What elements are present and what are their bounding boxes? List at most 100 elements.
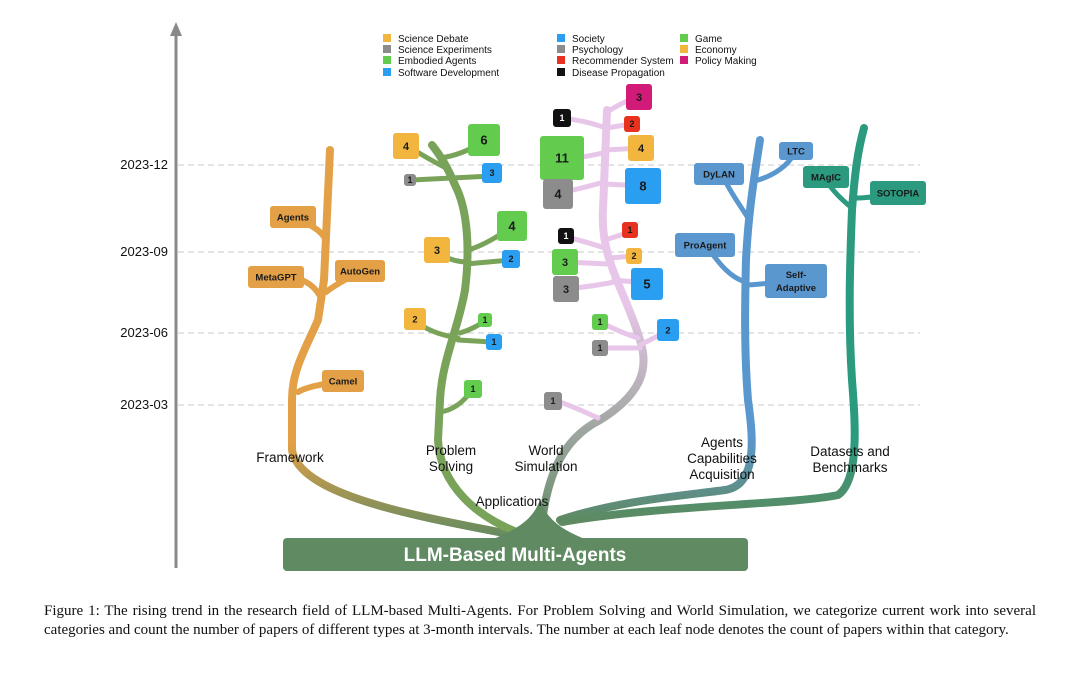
ps-count-software-development: 3 <box>482 163 502 183</box>
datasets-branch <box>558 124 868 526</box>
ws-count-economy: 4 <box>628 135 654 161</box>
legend-item: Software Development <box>383 68 499 79</box>
legend-item: Recommender System <box>557 56 674 67</box>
legend-item: Psychology <box>557 45 623 56</box>
ws-count-recommender-system: 1 <box>622 222 638 238</box>
svg-text:MetaGPT: MetaGPT <box>255 273 296 284</box>
legend-swatch <box>383 68 391 76</box>
legend-swatch <box>557 68 565 76</box>
legend-label: Science Debate <box>398 34 469 45</box>
ws-count-game: 1 <box>592 314 608 330</box>
framework-node-agents: Agents <box>270 206 316 228</box>
legend-label: Game <box>695 34 723 45</box>
ps-count-software-development: 2 <box>502 250 520 268</box>
svg-text:4: 4 <box>508 220 515 234</box>
legend-label: Disease Propagation <box>572 68 665 79</box>
ws-count-society: 8 <box>625 168 661 204</box>
ws-count-disease-propagation: 1 <box>553 109 571 127</box>
framework-node-metagpt: MetaGPT <box>248 266 304 288</box>
svg-text:3: 3 <box>434 245 440 257</box>
ps-count-software-development: 1 <box>486 334 502 350</box>
svg-text:AutoGen: AutoGen <box>340 267 380 278</box>
ps-count-science-debate: 3 <box>424 237 450 263</box>
svg-text:2: 2 <box>631 251 636 261</box>
ps-count-science-experiments: 1 <box>404 174 416 186</box>
svg-text:1: 1 <box>597 317 602 327</box>
ws-count-policy-making: 3 <box>626 84 652 110</box>
legend-item: Policy Making <box>680 56 757 67</box>
svg-text:1: 1 <box>559 113 564 123</box>
legend-swatch <box>557 34 565 42</box>
legend-swatch <box>557 45 565 53</box>
branch-label-framework: Framework <box>256 450 324 465</box>
svg-text:Camel: Camel <box>329 377 358 388</box>
svg-text:2: 2 <box>665 325 670 335</box>
svg-text:1: 1 <box>550 396 555 406</box>
legend-item: Society <box>557 34 605 45</box>
svg-text:4: 4 <box>638 143 644 155</box>
ws-count-psychology: 3 <box>553 276 579 302</box>
trunk <box>470 500 610 548</box>
legend-label: Policy Making <box>695 56 757 67</box>
axis-arrow-icon <box>170 22 182 36</box>
svg-text:3: 3 <box>562 257 568 269</box>
legend-label: Software Development <box>398 68 499 79</box>
ws-count-psychology: 4 <box>543 179 573 209</box>
svg-text:11: 11 <box>555 151 569 166</box>
svg-text:1: 1 <box>407 175 412 185</box>
legend-label: Economy <box>695 45 737 56</box>
framework-node-camel: Camel <box>322 370 364 392</box>
ps-count-embodied-agents: 6 <box>468 124 500 156</box>
legend-swatch <box>383 56 391 64</box>
svg-text:Self-Adaptive: Self-Adaptive <box>776 270 816 294</box>
svg-text:1: 1 <box>563 231 568 241</box>
capability-node-ltc: LTC <box>779 142 813 160</box>
axis-tick-label: 2023-06 <box>120 325 168 340</box>
legend-label: Embodied Agents <box>398 56 476 67</box>
dataset-node-magic: MAgIC <box>803 166 849 188</box>
capability-node-selfadaptive: Self-Adaptive <box>765 264 827 298</box>
applications-label: Applications <box>476 494 549 509</box>
ws-count-psychology: 1 <box>544 392 562 410</box>
problem-solving-branch <box>428 141 544 544</box>
svg-text:4: 4 <box>403 141 409 153</box>
ps-count-embodied-agents: 1 <box>464 380 482 398</box>
svg-text:MAgIC: MAgIC <box>811 173 841 184</box>
ps-count-embodied-agents: 1 <box>478 313 492 327</box>
ps-count-science-debate: 2 <box>404 308 426 330</box>
world-simulation-branch <box>536 106 648 544</box>
legend-swatch <box>680 45 688 53</box>
capabilities-branch <box>556 136 764 524</box>
root-label: LLM-Based Multi-Agents <box>404 545 627 566</box>
svg-text:DyLAN: DyLAN <box>703 170 735 181</box>
ws-count-society: 5 <box>631 268 663 300</box>
time-axis <box>170 22 182 568</box>
ps-count-science-debate: 4 <box>393 133 419 159</box>
ws-count-game: 11 <box>540 136 584 180</box>
svg-text:2: 2 <box>412 314 417 324</box>
ws-count-recommender-system: 2 <box>624 116 640 132</box>
svg-text:ProAgent: ProAgent <box>684 241 728 252</box>
ps-count-embodied-agents: 4 <box>497 211 527 241</box>
capability-node-dylan: DyLAN <box>694 163 744 185</box>
root-banner: LLM-Based Multi-Agents <box>283 538 748 571</box>
framework-node-autogen: AutoGen <box>335 260 385 282</box>
legend-item: Economy <box>680 45 737 56</box>
svg-text:SOTOPIA: SOTOPIA <box>877 189 920 200</box>
axis-tick-label: 2023-09 <box>120 244 168 259</box>
svg-text:1: 1 <box>482 315 487 325</box>
axis-tick-label: 2023-12 <box>120 157 168 172</box>
legend-item: Science Experiments <box>383 45 492 56</box>
svg-text:1: 1 <box>627 225 632 235</box>
legend-item: Disease Propagation <box>557 68 665 79</box>
svg-text:2: 2 <box>629 119 634 129</box>
ps-twig-2023-12-exp-sw <box>409 173 495 183</box>
svg-text:8: 8 <box>639 179 646 194</box>
ws-count-disease-propagation: 1 <box>558 228 574 244</box>
legend-swatch <box>680 56 688 64</box>
